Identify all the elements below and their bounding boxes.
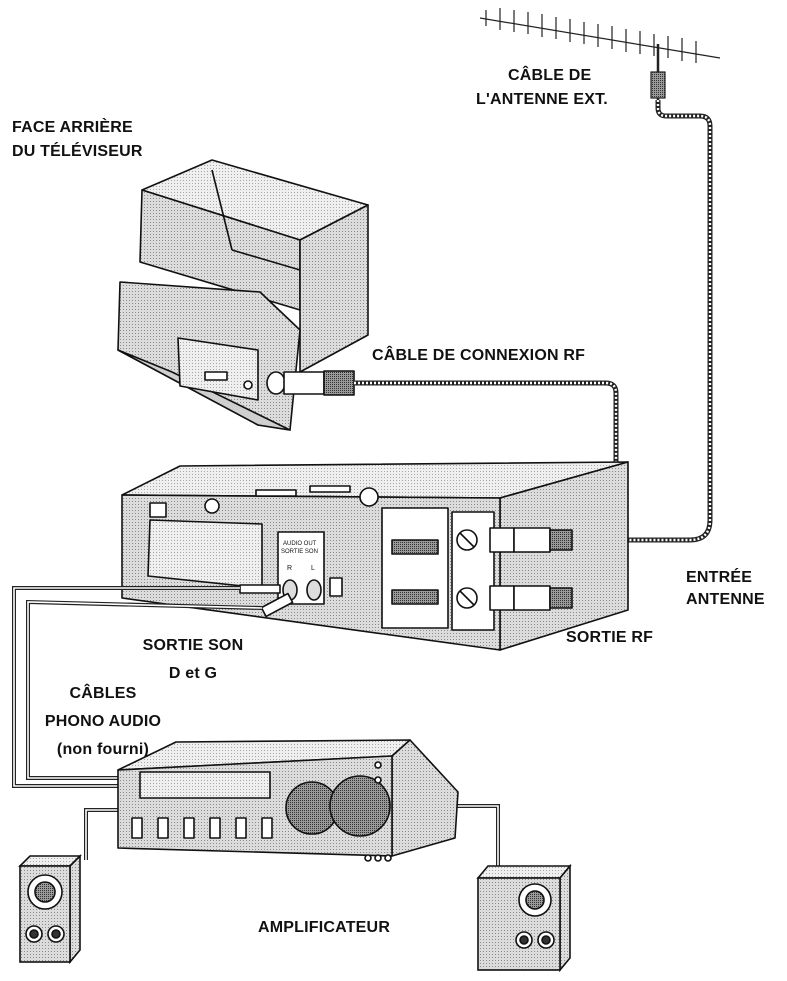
amplifier-label: AMPLIFICATEUR — [258, 919, 391, 936]
audio-out-text: AUDIO OUT — [283, 541, 317, 547]
audio-output-label-line2: D et G — [168, 665, 218, 682]
speaker-right — [476, 863, 572, 973]
amplifier — [117, 739, 459, 862]
antenna-cable-label-line2: L'ANTENNE EXT. — [476, 91, 608, 108]
antenna-input-label-line1: ENTRÉE — [686, 569, 753, 586]
phono-cables-label-line2: PHONO AUDIO — [44, 713, 162, 730]
antenna — [479, 8, 721, 100]
vcr-rear — [121, 461, 629, 651]
tv-back-label-line2: DU TÉLÉVISEUR — [12, 143, 143, 160]
rf-connection-cable-label: CÂBLE DE CONNEXION RF — [372, 347, 586, 364]
rf-output-label: SORTIE RF — [566, 629, 654, 646]
antenna-cable-label-line1: CÂBLE DE — [508, 67, 592, 84]
channel-l-text: L — [311, 565, 315, 572]
audio-output-label-line1: SORTIE SON — [142, 637, 244, 654]
antenna-input-label-line2: ANTENNE — [686, 591, 765, 608]
tv-back-label-line1: FACE ARRIÈRE — [12, 119, 133, 136]
sortie-son-text: SORTIE SON — [281, 549, 318, 555]
channel-r-text: R — [287, 565, 292, 572]
speaker-left — [18, 854, 82, 965]
phono-cables-label-line1: CÂBLES — [69, 685, 137, 702]
phono-cables-label-line3: (non fourni) — [56, 741, 150, 758]
tv-rear — [117, 159, 369, 431]
audio-cables — [12, 586, 263, 788]
